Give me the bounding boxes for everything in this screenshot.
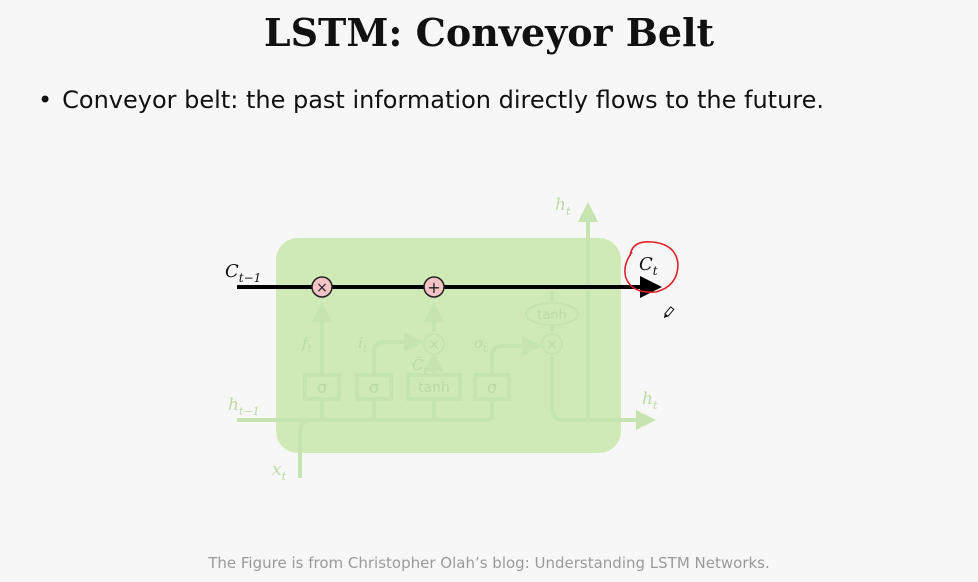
faded-labels: σ σ tanh σ tanh × × ft it C̃t ot ht−1 xt…	[228, 195, 658, 483]
forget-sigma-box	[303, 373, 341, 401]
h-output-line	[550, 356, 656, 430]
forget-sigma-text: σ	[317, 378, 327, 397]
input-gate-label: it	[358, 334, 368, 355]
output-sigma-text: σ	[487, 378, 497, 397]
candidate-tanh-text: tanh	[418, 380, 450, 396]
output-gate-label: ot	[474, 334, 488, 355]
h-prev-label: ht−1	[228, 395, 260, 418]
forget-multiply-glyph: ×	[316, 280, 328, 296]
figure-caption: The Figure is from Christopher Olah’s bl…	[208, 554, 770, 572]
candidate-label: C̃t	[412, 356, 428, 377]
output-sigma-box	[473, 373, 511, 401]
input-multiply-node	[423, 333, 445, 355]
pen-cursor-icon	[663, 306, 675, 319]
cell-tanh-node	[525, 302, 579, 326]
output-multiply-glyph: ×	[546, 337, 558, 353]
c-prev-label: Ct−1	[225, 261, 261, 285]
bullet-text: Conveyor belt: the past information dire…	[62, 86, 825, 114]
bullet-point: • Conveyor belt: the past information dir…	[38, 86, 824, 114]
cell-state-arrowhead	[640, 276, 662, 298]
output-multiply-node	[541, 333, 563, 355]
input-sigma-box	[355, 373, 393, 401]
h-out-top-label: ht	[555, 195, 571, 218]
input-to-mult-line	[372, 332, 424, 374]
handdrawn-highlight-circle	[624, 240, 679, 294]
c-next-label: Ct	[639, 254, 658, 278]
input-sigma-text: σ	[369, 378, 379, 397]
lstm-internals	[237, 202, 656, 478]
forget-multiply-node	[311, 276, 333, 298]
candidate-tanh-box	[406, 373, 462, 401]
cell-tanh-text: tanh	[537, 308, 567, 323]
input-multiply-glyph: ×	[428, 337, 440, 353]
x-input-line	[298, 418, 313, 478]
output-to-mult-line	[490, 336, 542, 374]
add-node	[423, 276, 445, 298]
add-glyph: +	[427, 278, 440, 297]
slide-title: LSTM: Conveyor Belt	[263, 10, 715, 55]
x-input-label: xt	[272, 460, 287, 483]
forget-gate-label: ft	[301, 334, 313, 355]
bullet-dot: •	[38, 86, 53, 114]
h-out-right-label: ht	[642, 389, 658, 412]
